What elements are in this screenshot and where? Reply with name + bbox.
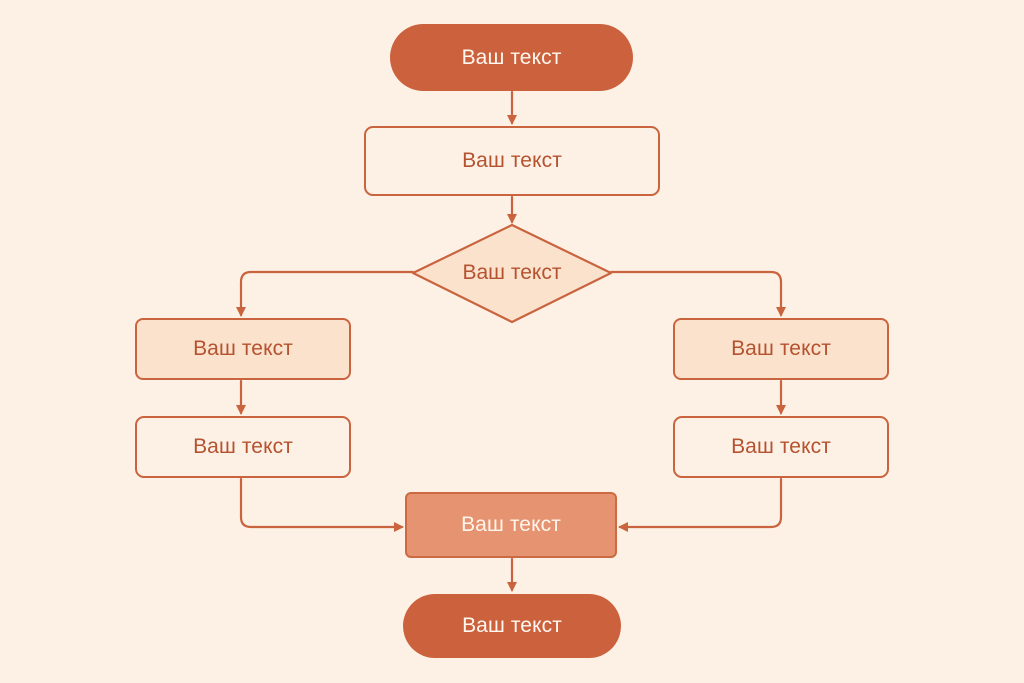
start-terminal: Ваш текст (390, 24, 633, 91)
left-branch-step2-label: Ваш текст (193, 435, 293, 458)
process-box-label: Ваш текст (462, 149, 562, 172)
arrow-right-step2-to-merge (618, 477, 783, 532)
start-terminal-label: Ваш текст (461, 45, 562, 69)
merge-box-label: Ваш текст (461, 513, 561, 536)
right-branch-step1-label: Ваш текст (731, 337, 831, 360)
right-branch-step2-label: Ваш текст (731, 435, 831, 458)
right-branch-step1-box: Ваш текст (673, 318, 889, 380)
arrow-decision-to-right-branch (609, 270, 786, 317)
end-terminal: Ваш текст (403, 594, 621, 658)
decision-label: Ваш текст (462, 261, 562, 284)
right-branch-step2-box: Ваш текст (673, 416, 889, 478)
process-box: Ваш текст (364, 126, 660, 196)
merge-box: Ваш текст (405, 492, 617, 558)
left-branch-step1-label: Ваш текст (193, 337, 293, 360)
left-branch-step2-box: Ваш текст (135, 416, 351, 478)
end-terminal-label: Ваш текст (462, 614, 562, 637)
arrow-left-step2-to-merge (239, 477, 404, 532)
left-branch-step1-box: Ваш текст (135, 318, 351, 380)
arrow-decision-to-left-branch (236, 270, 415, 317)
decision-diamond (411, 223, 613, 324)
